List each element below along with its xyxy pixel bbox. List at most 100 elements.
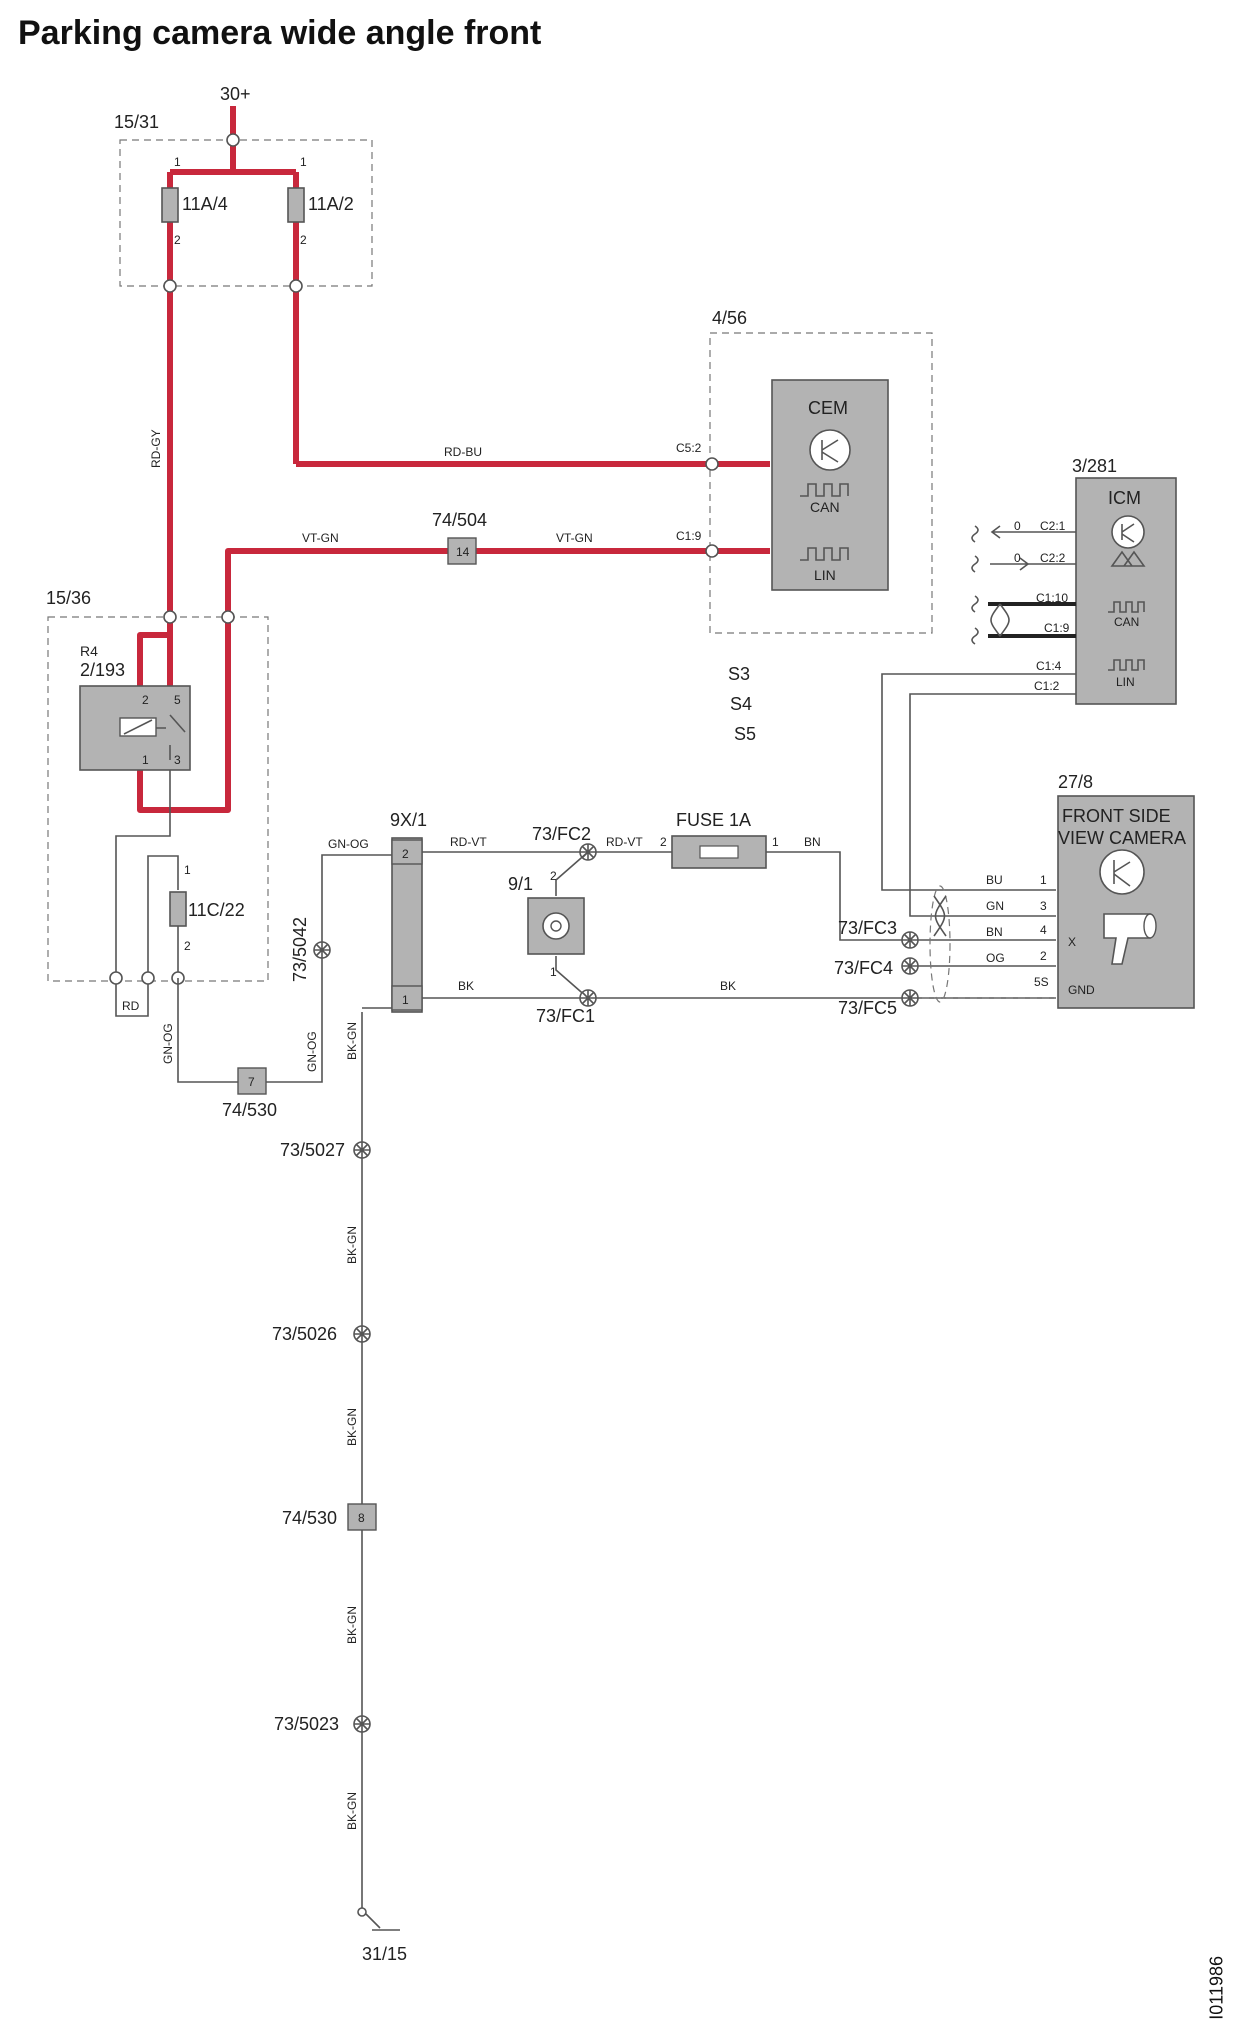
- wire-rd-bu: RD-BU: [444, 445, 482, 459]
- gn-og-wire: [177, 978, 238, 1083]
- splice-73-fc2-label: 73/FC2: [532, 824, 591, 844]
- connector-74-504-pin: 14: [456, 545, 470, 559]
- wire-bk-1: BK: [458, 979, 474, 993]
- fuse-11c22-label: 11C/22: [188, 900, 245, 920]
- wire-gn: GN: [986, 899, 1004, 913]
- connector-74-530-a-label: 74/530: [222, 1100, 277, 1120]
- cem-transistor-icon: [809, 429, 851, 471]
- relay-ground-wire: [115, 770, 171, 978]
- icm-can: CAN: [1114, 615, 1139, 629]
- icm-pin-c1-4: C1:4: [1036, 659, 1062, 673]
- relay-box-outline: [47, 616, 269, 982]
- connector-9x1-label: 9X/1: [390, 810, 427, 830]
- cem-lin-wave-icon: [800, 547, 849, 561]
- connector-74-530-a: [237, 1067, 267, 1095]
- splice-73-fc3: [901, 931, 919, 949]
- fuse-box-outline: [119, 139, 373, 287]
- wire-rd: RD: [122, 999, 140, 1013]
- cem-pin-c5-2: C5:2: [676, 441, 702, 455]
- wire-bk-gn-3: BK-GN: [345, 1408, 359, 1446]
- fuse-1a-pin: 1: [772, 835, 779, 849]
- cap-9-1-wire-top: [555, 851, 589, 896]
- cem-transistor-symbol: [821, 439, 839, 463]
- rd-wire-loop: [115, 978, 149, 1017]
- fuse-11c22: [169, 891, 187, 927]
- wire-bk-gn-4: BK-GN: [345, 1606, 359, 1644]
- splice-73-5027-label: 73/5027: [280, 1140, 345, 1160]
- connector-74-504-label: 74/504: [432, 510, 487, 530]
- fuse-1a-pin: 2: [660, 835, 667, 849]
- camera-pin: 2: [1040, 949, 1047, 963]
- camera-lens-icon: [1143, 913, 1157, 939]
- cap-9-1-pin: 2: [550, 869, 557, 883]
- cem-lin: LIN: [814, 567, 836, 583]
- fuse-11c22-pin: 2: [184, 939, 191, 953]
- icm-name: ICM: [1108, 488, 1141, 508]
- splice-73-fc1-label: 73/FC1: [536, 1006, 595, 1026]
- relay-coil-diagonal: [123, 719, 153, 735]
- wire-bu: BU: [986, 873, 1003, 887]
- icm-can-wave-icon: [1108, 601, 1145, 613]
- bu-wire: [881, 673, 1076, 891]
- connector-9x1: [391, 837, 423, 1013]
- splice-73-5023: [353, 1715, 371, 1733]
- icm-pin-c1-9: C1:9: [1044, 621, 1070, 635]
- icm-zero: 0: [1014, 519, 1021, 533]
- splice-73-5027: [353, 1141, 371, 1159]
- splice-73-fc3-label: 73/FC3: [838, 918, 897, 938]
- icm-pin-c2-2: C2:2: [1040, 551, 1066, 565]
- splice-73-fc4: [901, 957, 919, 975]
- cap-9-1-wire-bottom: [555, 956, 589, 999]
- icm-zero: 0: [1014, 551, 1021, 565]
- ground-label: 31/15: [362, 1944, 407, 1964]
- cem-pin-node: [705, 457, 719, 471]
- fuse-11a4-label: 11A/4: [182, 194, 228, 214]
- relay-pin: 5: [174, 693, 181, 707]
- cem-name: CEM: [808, 398, 848, 418]
- component-9-1-label: 9/1: [508, 874, 533, 894]
- connector-9x1-pin-label: 1: [402, 993, 409, 1007]
- component-9-1-center-icon: [550, 920, 562, 932]
- wire-vt-gn-2: VT-GN: [556, 531, 593, 545]
- relay-box-terminal: [221, 610, 235, 624]
- fuse-pin-label: 1: [174, 155, 181, 169]
- relay-pin: 2: [142, 693, 149, 707]
- relay-label: R4: [80, 643, 98, 659]
- relay-pin: 3: [174, 753, 181, 767]
- camera-transistor-icon: [1099, 849, 1145, 895]
- fuse-pin-label: 2: [174, 233, 181, 247]
- wire-rd-gy: RD-GY: [149, 429, 163, 468]
- fuse-11a2: [287, 187, 305, 223]
- wire-bn: BN: [804, 835, 821, 849]
- fuse-11c22-wire-top: [147, 855, 179, 978]
- camera-id: 27/8: [1058, 772, 1093, 792]
- splice-73-5023-label: 73/5023: [274, 1714, 339, 1734]
- option-s3: S3: [728, 664, 750, 684]
- twisted-pair-icon: [929, 885, 951, 1003]
- cap-9-1-pin: 1: [550, 965, 557, 979]
- bn-wire: [766, 851, 910, 941]
- ground-icon: [357, 1907, 400, 1931]
- supply-node: [226, 133, 240, 147]
- wire-og-cam: OG: [986, 951, 1005, 965]
- relay-switch-icon: [156, 714, 186, 760]
- wire-rd-vt-1: RD-VT: [450, 835, 487, 849]
- wire-vt-gn-1: VT-GN: [302, 531, 339, 545]
- connector-74-530-b: [347, 1503, 377, 1531]
- option-s4: S4: [730, 694, 752, 714]
- icm-transistor-symbol: [1121, 523, 1135, 543]
- cem-can: CAN: [810, 499, 840, 515]
- fuse-box-terminal: [163, 279, 177, 293]
- icm-pin-c2-1: C2:1: [1040, 519, 1066, 533]
- connector-9x1-pin-1: [391, 985, 423, 1011]
- icm-lin-wave-icon: [1108, 659, 1145, 671]
- wire-bk-gn-1: BK-GN: [345, 1022, 359, 1060]
- camera-gnd: GND: [1068, 983, 1095, 997]
- camera-name-line2: VIEW CAMERA: [1058, 828, 1186, 848]
- splice-73-fc5-label: 73/FC5: [838, 998, 897, 1018]
- cem-can-wave-icon: [800, 483, 849, 497]
- relay-box-id: 15/36: [46, 588, 91, 608]
- camera-pin: 3: [1040, 899, 1047, 913]
- front-side-view-camera: [1057, 795, 1195, 1009]
- wire-gn-og-2: GN-OG: [305, 1031, 319, 1072]
